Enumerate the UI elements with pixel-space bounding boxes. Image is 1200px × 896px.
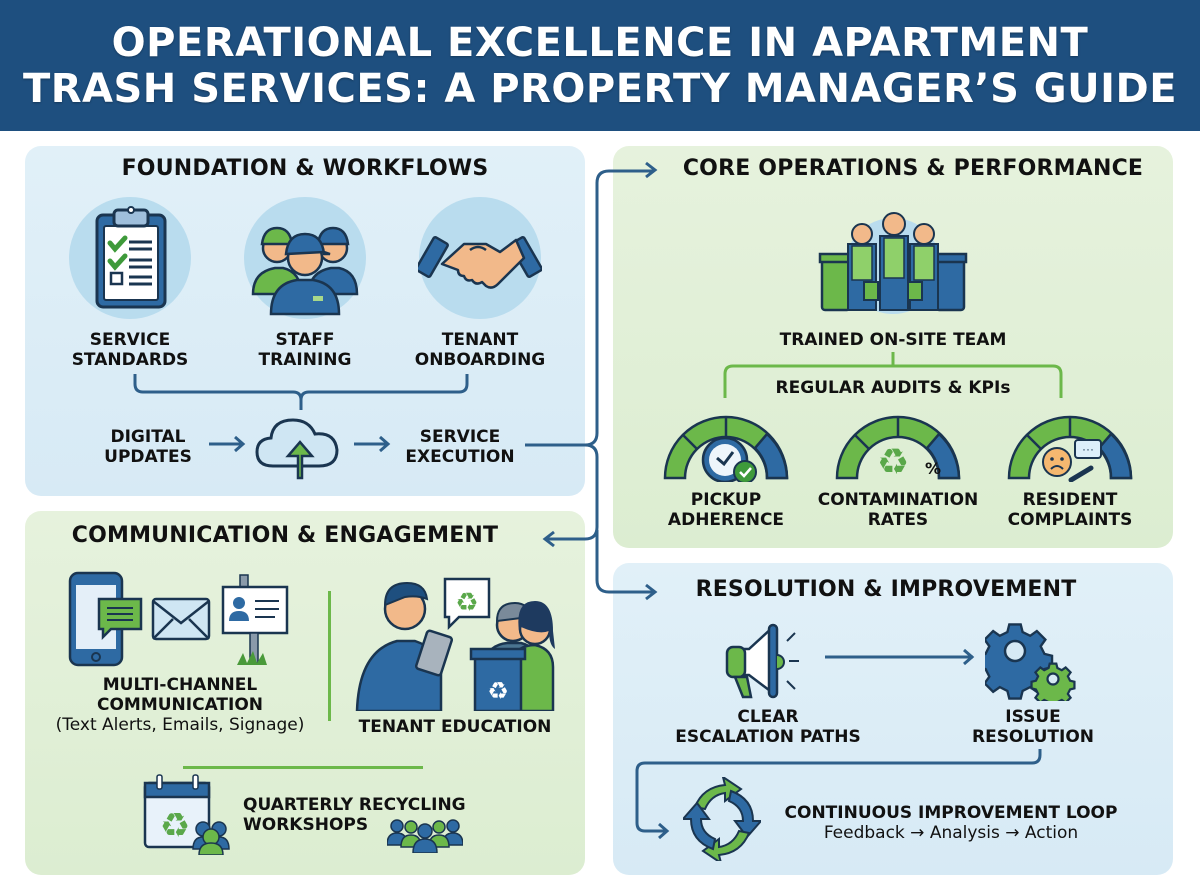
gears-icon — [985, 623, 1076, 701]
tenant-education-label: TENANT EDUCATION — [358, 717, 552, 737]
arrow-right-icon — [825, 648, 975, 666]
multi-channel-label: MULTI-CHANNEL COMMUNICATION (Text Alerts… — [55, 675, 305, 735]
resolution-title: RESOLUTION & IMPROVEMENT — [695, 577, 1077, 602]
sad-face-gauge-icon: ··· — [1007, 415, 1133, 482]
megaphone-icon — [725, 623, 799, 699]
calendar-recycle-icon: ♻ — [143, 774, 230, 855]
multi-channel-icons — [68, 571, 289, 667]
trained-team-label: TRAINED ON-SITE TEAM — [779, 330, 1007, 350]
communication-title: COMMUNICATION & ENGAGEMENT — [71, 523, 499, 548]
core-title: CORE OPERATIONS & PERFORMANCE — [682, 156, 1144, 181]
header-banner: OPERATIONAL EXCELLENCE IN APARTMENT TRAS… — [0, 0, 1200, 131]
audits-kpis-label: REGULAR AUDITS & KPIs — [775, 378, 1011, 398]
arrow-right-icon — [209, 435, 246, 453]
foundation-title: FOUNDATION & WORKFLOWS — [121, 156, 489, 181]
continuous-improvement-label: CONTINUOUS IMPROVEMENT LOOP Feedback → A… — [784, 803, 1118, 843]
communication-engagement-panel: COMMUNICATION & ENGAGEMENT MULTI-CHANNEL… — [25, 511, 585, 875]
core-operations-panel: CORE OPERATIONS & PERFORMANCE TRAINED ON… — [613, 146, 1173, 548]
svg-text:♻: ♻ — [487, 677, 509, 705]
audits-bracket — [723, 352, 1063, 398]
handshake-icon — [418, 197, 542, 319]
svg-text:···: ··· — [1082, 442, 1094, 456]
clipboard-checklist-icon — [69, 197, 191, 319]
people-group-icon — [192, 821, 230, 855]
envelope-icon — [151, 597, 211, 641]
svg-text:%: % — [925, 459, 941, 478]
svg-text:♻: ♻ — [160, 806, 190, 846]
tenant-education-icon: ♻ ♻ — [355, 577, 555, 711]
cloud-upload-icon — [255, 418, 339, 480]
svg-text:♻: ♻ — [877, 442, 909, 482]
signage-icon — [221, 574, 289, 665]
cycle-arrows-icon — [683, 777, 761, 861]
svg-text:♻: ♻ — [455, 588, 478, 618]
merge-bracket — [133, 374, 469, 410]
page-title-line-2: TRASH SERVICES: A PROPERTY MANAGER’S GUI… — [22, 65, 1178, 112]
arrow-right-icon — [354, 435, 391, 453]
staff-team-icon — [244, 197, 366, 319]
recycle-percent-gauge-icon: ♻ % — [835, 415, 961, 482]
smartphone-chat-icon — [68, 571, 143, 667]
clock-check-gauge-icon — [663, 415, 789, 482]
loop-connector — [635, 749, 1042, 839]
onsite-team-with-bins-icon — [818, 212, 968, 314]
horizontal-divider — [183, 766, 423, 769]
vertical-divider — [328, 591, 331, 721]
people-group-icon — [387, 819, 463, 853]
page-title-line-1: OPERATIONAL EXCELLENCE IN APARTMENT — [111, 19, 1089, 66]
